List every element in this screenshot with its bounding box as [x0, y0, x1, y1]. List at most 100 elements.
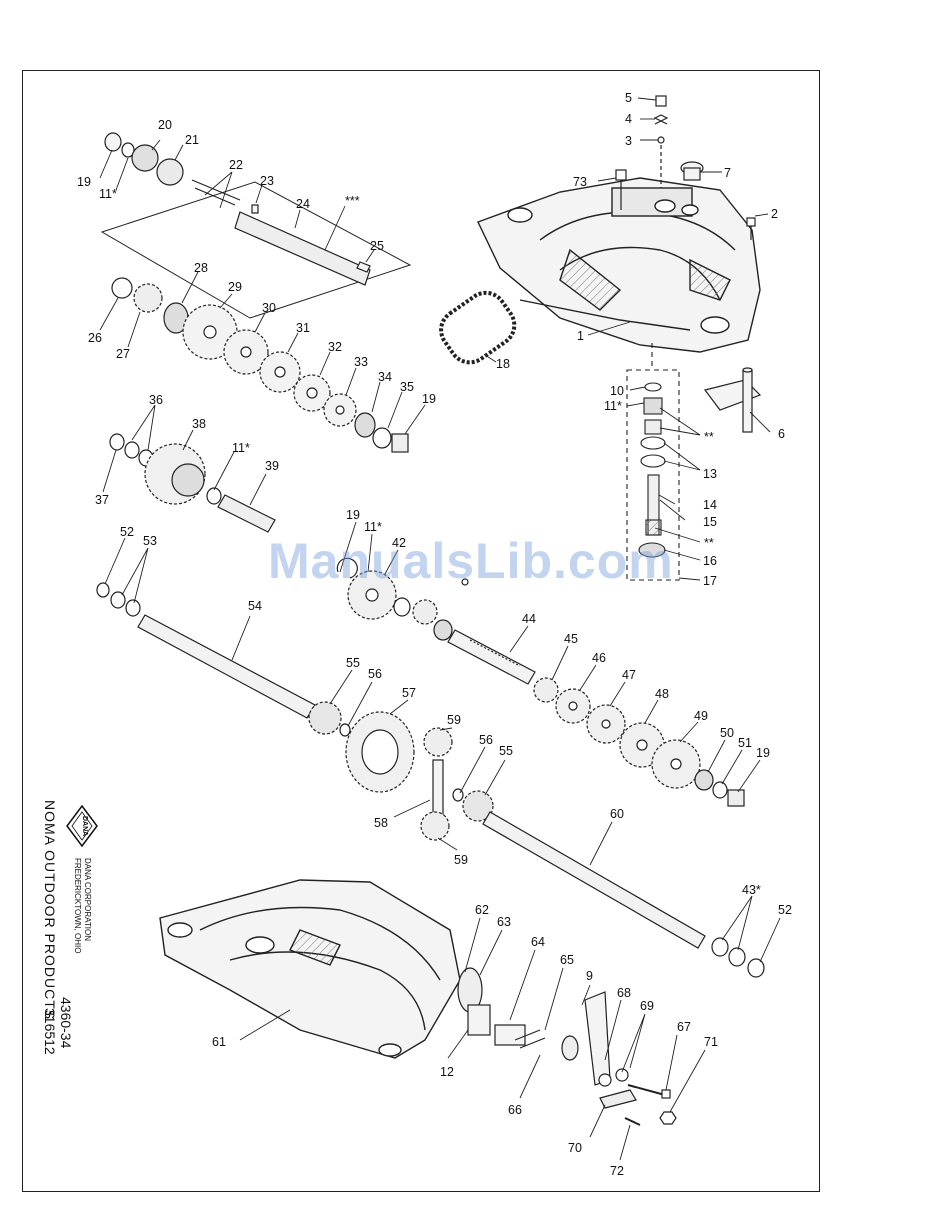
part-label-11-row4: 11*: [364, 520, 382, 534]
part-label-19-top: 19: [77, 175, 91, 189]
part-label-60: 60: [610, 807, 624, 821]
part-label-70: 70: [568, 1141, 582, 1155]
detent-parts-3-4-5: [653, 95, 669, 188]
shift-plate-6: [703, 367, 762, 433]
drive-chain-18: [439, 290, 517, 365]
part-label-45: 45: [564, 632, 578, 646]
part-label-2: 2: [771, 207, 778, 221]
part-label-33: 33: [354, 355, 368, 369]
part-label-56-right: 56: [479, 733, 493, 747]
product-line: NOMA OUTDOOR PRODUCTS: [42, 800, 58, 1021]
part-label-29: 29: [228, 280, 242, 294]
part-label-44: 44: [522, 612, 536, 626]
part-label-56-left: 56: [368, 667, 382, 681]
part-label-4: 4: [625, 112, 632, 126]
cap-7: [680, 161, 704, 181]
part-label-55-left: 55: [346, 656, 360, 670]
part-label-57: 57: [402, 686, 416, 700]
part-label-36: 36: [149, 393, 163, 407]
gear-row-45-51: [533, 677, 745, 807]
part-label-46: 46: [592, 651, 606, 665]
part-label-25: 25: [370, 239, 384, 253]
part-label-42: 42: [392, 536, 406, 550]
linkage-group: [457, 967, 677, 1126]
shafts-44-54: [96, 582, 536, 737]
shift-assembly-group: [626, 343, 680, 581]
part-label-11-shift: 11*: [604, 399, 622, 413]
part-label-13: 13: [703, 467, 717, 481]
upper-housing: [477, 177, 761, 353]
part-label-59-top: 59: [447, 713, 461, 727]
part-label-double-star-1: **: [704, 430, 714, 444]
location-line: FREDERICKTOWN, OHIO: [73, 858, 82, 954]
part-label-38: 38: [192, 417, 206, 431]
part-label-55-right: 55: [499, 744, 513, 758]
differential-group: [345, 711, 765, 978]
part-label-7: 7: [724, 166, 731, 180]
gear-row-42: [336, 557, 469, 641]
part-label-35: 35: [400, 380, 414, 394]
corporation-line: DANA CORPORATION: [83, 858, 92, 941]
part-label-11-row3: 11*: [232, 441, 250, 455]
part-label-34: 34: [378, 370, 392, 384]
drawing-part-number: 316512: [42, 1008, 58, 1055]
part-label-47: 47: [622, 668, 636, 682]
part-label-49: 49: [694, 709, 708, 723]
part-label-64: 64: [531, 935, 545, 949]
part-label-19-row2: 19: [422, 392, 436, 406]
part-label-50: 50: [720, 726, 734, 740]
part-label-30: 30: [262, 301, 276, 315]
part-label-66: 66: [508, 1103, 522, 1117]
part-label-18: 18: [496, 357, 510, 371]
part-label-16: 16: [703, 554, 717, 568]
part-label-26: 26: [88, 331, 102, 345]
part-label-59-bottom: 59: [454, 853, 468, 867]
part-label-5: 5: [625, 91, 632, 105]
part-label-17: 17: [703, 574, 717, 588]
part-label-22: 22: [229, 158, 243, 172]
part-label-37: 37: [95, 493, 109, 507]
leader-lines: [99, 97, 781, 1161]
part-label-53: 53: [143, 534, 157, 548]
gear-row-36-39: [109, 433, 276, 533]
lower-housing: [159, 879, 461, 1059]
part-label-71: 71: [704, 1035, 718, 1049]
part-label-67: 67: [677, 1020, 691, 1034]
part-label-14: 14: [703, 498, 717, 512]
part-label-3: 3: [625, 134, 632, 148]
part-label-31: 31: [296, 321, 310, 335]
part-label-1: 1: [577, 329, 584, 343]
part-label-12: 12: [440, 1065, 454, 1079]
part-label-28: 28: [194, 261, 208, 275]
part-label-48: 48: [655, 687, 669, 701]
part-label-51: 51: [738, 736, 752, 750]
part-label-62: 62: [475, 903, 489, 917]
part-label-68: 68: [617, 986, 631, 1000]
part-label-9: 9: [586, 969, 593, 983]
part-label-52-left: 52: [120, 525, 134, 539]
bolt-73: [615, 169, 627, 210]
diagram-frame: [22, 70, 820, 1192]
part-label-11-top: 11*: [99, 187, 117, 201]
brake-shaft-group: [100, 132, 412, 319]
part-label-72: 72: [610, 1164, 624, 1178]
part-label-20: 20: [158, 118, 172, 132]
bolt-2: [746, 217, 756, 240]
part-label-6: 6: [778, 427, 785, 441]
dana-logo-text: DANA: [81, 816, 88, 837]
part-label-triple-star: ***: [345, 194, 360, 208]
part-label-54: 54: [248, 599, 262, 613]
part-number-labels: 5 4 3 7 73 2 1 6 10 11* ** 13 14 15 ** 1…: [77, 91, 792, 1178]
part-label-61: 61: [212, 1035, 226, 1049]
model-number: 4360-34: [58, 997, 74, 1049]
part-label-63: 63: [497, 915, 511, 929]
part-label-52-right: 52: [778, 903, 792, 917]
part-label-15: 15: [703, 515, 717, 529]
part-label-24: 24: [296, 197, 310, 211]
gear-row-26-35: [111, 277, 409, 453]
part-label-73: 73: [573, 175, 587, 189]
part-label-10: 10: [610, 384, 624, 398]
watermark: ManualsLib.com: [268, 533, 674, 589]
part-label-43: 43*: [742, 883, 761, 897]
